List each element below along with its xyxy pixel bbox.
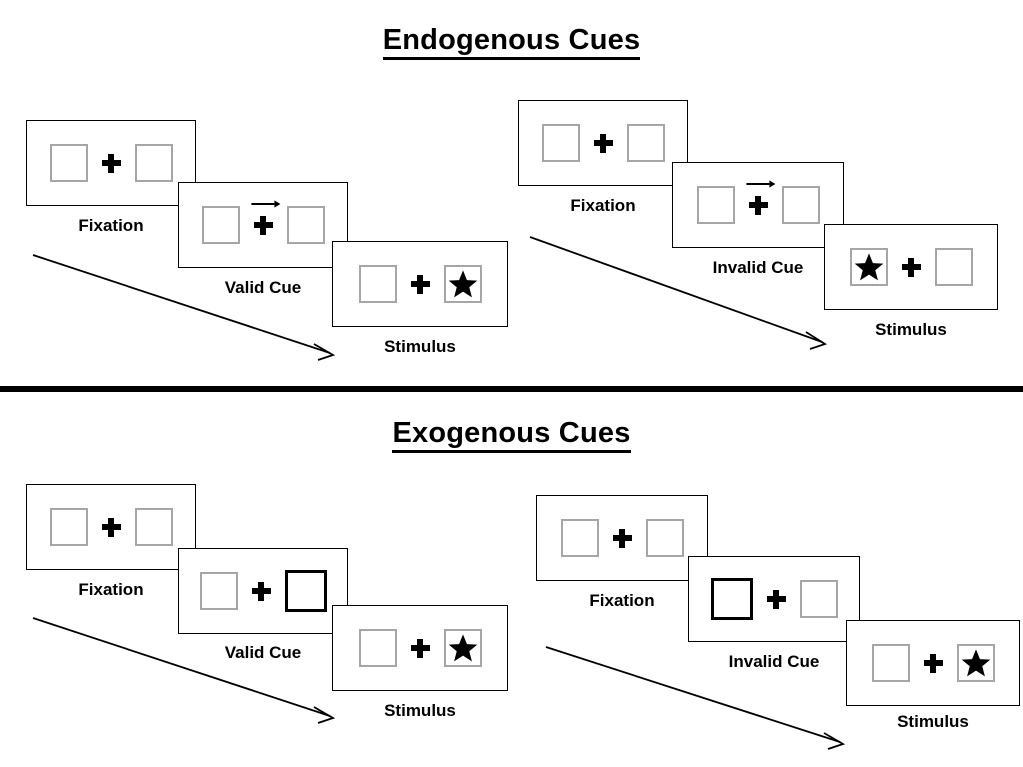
section-title-endogenous: Endogenous Cues [0,24,1023,60]
left-box [358,629,397,667]
left-box [871,644,910,682]
left-box [201,206,240,244]
left-box-cued [710,578,753,620]
panel-label-endogenous-valid-fixation: Fixation [78,216,144,235]
panel-content [201,199,325,244]
right-box [286,206,325,244]
panel-exogenous-valid-cue [178,548,348,634]
panel-label-exogenous-invalid-fixation: Fixation [589,591,655,610]
left-box [49,508,88,546]
fixation-cross-icon [251,581,271,601]
right-box [443,629,482,667]
panel-exogenous-valid-stimulus [332,605,508,691]
right-box [781,186,820,224]
right-box [626,124,665,162]
right-box [956,644,995,682]
panel-content [696,179,820,224]
panel-endogenous-valid-fixation [26,120,196,206]
panel-label-endogenous-valid-cue: Valid Cue [224,278,302,297]
panel-content [358,629,482,667]
panel-content [849,248,973,286]
panel-label-endogenous-invalid-fixation: Fixation [570,196,636,215]
panel-endogenous-invalid-cue [672,162,844,248]
panel-endogenous-valid-cue [178,182,348,268]
right-box [799,580,838,618]
panel-label-endogenous-invalid-cue: Invalid Cue [712,258,804,277]
panel-content [49,144,173,182]
left-box [541,124,580,162]
panel-content [541,124,665,162]
left-box [849,248,888,286]
section-divider [0,386,1023,392]
panel-exogenous-invalid-stimulus [846,620,1020,706]
fixation-cross-icon [410,638,430,658]
star-icon [448,270,477,298]
fixation-cross-icon [923,653,943,673]
fixation-cross-icon [746,179,776,215]
left-box [199,572,238,610]
fixation-cross-icon [410,274,430,294]
panel-label-exogenous-valid-cue: Valid Cue [224,643,302,662]
fixation-cross-icon [593,133,613,153]
panel-label-exogenous-valid-fixation: Fixation [78,580,144,599]
fixation-cross-icon [101,517,121,537]
panel-label-endogenous-valid-stimulus: Stimulus [384,337,456,356]
arrow-right-icon [746,179,776,188]
left-box [358,265,397,303]
fixation-cross-icon [766,589,786,609]
panel-label-endogenous-invalid-stimulus: Stimulus [875,320,947,339]
panel-label-exogenous-valid-stimulus: Stimulus [384,701,456,720]
panel-content [358,265,482,303]
left-box [696,186,735,224]
panel-label-exogenous-invalid-stimulus: Stimulus [897,712,969,731]
panel-content [560,519,684,557]
panel-endogenous-valid-stimulus [332,241,508,327]
fixation-cross-icon [612,528,632,548]
time-flow-arrow-icon [529,236,828,350]
left-box [49,144,88,182]
panel-endogenous-invalid-fixation [518,100,688,186]
panel-content [49,508,173,546]
panel-content [710,578,838,620]
panel-content [871,644,995,682]
right-box [134,508,173,546]
star-icon [961,649,990,677]
right-box [443,265,482,303]
right-box [134,144,173,182]
star-icon [854,253,883,281]
arrow-right-icon [251,199,281,208]
fixation-cross-icon [101,153,121,173]
right-box-cued [284,570,327,612]
panel-endogenous-invalid-stimulus [824,224,998,310]
star-icon [448,634,477,662]
panel-exogenous-invalid-cue [688,556,860,642]
panel-content [199,570,327,612]
fixation-cross-icon [251,199,281,235]
panel-exogenous-invalid-fixation [536,495,708,581]
section-title-endogenous-text: Endogenous Cues [382,24,641,60]
section-title-exogenous: Exogenous Cues [0,417,1023,453]
right-box [934,248,973,286]
fixation-cross-icon [901,257,921,277]
panel-label-exogenous-invalid-cue: Invalid Cue [728,652,820,671]
section-title-exogenous-text: Exogenous Cues [392,417,631,453]
panel-exogenous-valid-fixation [26,484,196,570]
right-box [645,519,684,557]
left-box [560,519,599,557]
